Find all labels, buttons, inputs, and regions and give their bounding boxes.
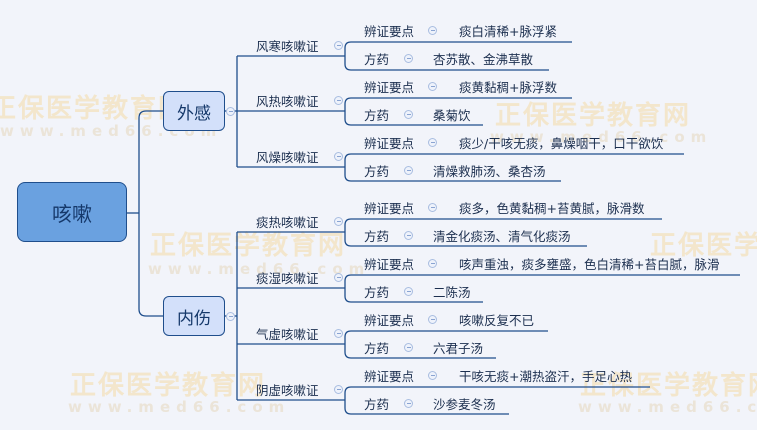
key-label[interactable]: 辨证要点 (364, 201, 415, 216)
key-label[interactable]: 辨证要点 (364, 80, 415, 95)
rx-value[interactable]: 沙参麦冬汤 (433, 397, 496, 412)
collapse-toggle-icon[interactable] (334, 329, 343, 338)
collapse-toggle-icon[interactable] (428, 259, 437, 268)
collapse-toggle-icon[interactable] (404, 231, 413, 240)
collapse-toggle-icon[interactable] (404, 166, 413, 175)
key-value[interactable]: 咳声重浊，痰多壅盛，色白清稀+苔白腻，脉滑 (459, 257, 720, 272)
rx-value[interactable]: 二陈汤 (433, 285, 471, 300)
key-value[interactable]: 干咳无痰+潮热盗汗，手足心热 (459, 369, 632, 384)
collapse-toggle-icon[interactable] (226, 107, 235, 116)
collapse-toggle-icon[interactable] (334, 385, 343, 394)
collapse-toggle-icon[interactable] (334, 41, 343, 50)
collapse-toggle-icon[interactable] (428, 26, 437, 35)
collapse-toggle-icon[interactable] (404, 399, 413, 408)
rx-label[interactable]: 方药 (364, 229, 390, 244)
syndrome-node[interactable]: 风寒咳嗽证 (256, 39, 319, 54)
key-value[interactable]: 痰黄黏稠+脉浮数 (459, 80, 557, 95)
key-value[interactable]: 痰少/干咳无痰，鼻燥咽干，口干欲饮 (459, 136, 664, 151)
rx-value[interactable]: 清金化痰汤、清气化痰汤 (433, 229, 571, 244)
syndrome-node[interactable]: 痰湿咳嗽证 (256, 271, 319, 286)
root-label: 咳嗽 (52, 201, 92, 226)
collapse-toggle-icon[interactable] (404, 287, 413, 296)
rx-value[interactable]: 桑菊饮 (433, 108, 471, 123)
rx-label[interactable]: 方药 (364, 397, 390, 412)
rx-value[interactable]: 清燥救肺汤、桑杏汤 (433, 164, 546, 179)
collapse-toggle-icon[interactable] (428, 371, 437, 380)
rx-value[interactable]: 六君子汤 (433, 341, 484, 356)
branch-label: 外感 (177, 103, 211, 124)
rx-value[interactable]: 杏苏散、金沸草散 (433, 52, 534, 67)
collapse-toggle-icon[interactable] (428, 315, 437, 324)
syndrome-node[interactable]: 风热咳嗽证 (256, 94, 319, 109)
key-label[interactable]: 辨证要点 (364, 369, 415, 384)
collapse-toggle-icon[interactable] (404, 343, 413, 352)
key-label[interactable]: 辨证要点 (364, 257, 415, 272)
key-label[interactable]: 辨证要点 (364, 24, 415, 39)
key-value[interactable]: 痰多，色黄黏稠+苔黄腻，脉滑数 (459, 201, 645, 216)
rx-label[interactable]: 方药 (364, 52, 390, 67)
collapse-toggle-icon[interactable] (428, 138, 437, 147)
rx-label[interactable]: 方药 (364, 285, 390, 300)
syndrome-node[interactable]: 风燥咳嗽证 (256, 150, 319, 165)
root-node[interactable]: 咳嗽 (17, 182, 127, 242)
collapse-toggle-icon[interactable] (428, 82, 437, 91)
branch-label: 内伤 (177, 308, 211, 329)
collapse-toggle-icon[interactable] (404, 110, 413, 119)
collapse-toggle-icon[interactable] (226, 312, 235, 321)
collapse-toggle-icon[interactable] (334, 273, 343, 282)
branch-node-waigan[interactable]: 外感 (163, 91, 225, 131)
syndrome-node[interactable]: 痰热咳嗽证 (256, 215, 319, 230)
collapse-toggle-icon[interactable] (404, 54, 413, 63)
syndrome-node[interactable]: 阴虚咳嗽证 (256, 383, 319, 398)
branch-node-neishang[interactable]: 内伤 (163, 296, 225, 336)
key-value[interactable]: 咳嗽反复不已 (459, 313, 535, 328)
key-label[interactable]: 辨证要点 (364, 136, 415, 151)
collapse-toggle-icon[interactable] (334, 152, 343, 161)
collapse-toggle-icon[interactable] (428, 203, 437, 212)
key-value[interactable]: 痰白清稀+脉浮紧 (459, 24, 557, 39)
rx-label[interactable]: 方药 (364, 341, 390, 356)
rx-label[interactable]: 方药 (364, 164, 390, 179)
key-label[interactable]: 辨证要点 (364, 313, 415, 328)
rx-label[interactable]: 方药 (364, 108, 390, 123)
collapse-toggle-icon[interactable] (334, 217, 343, 226)
collapse-toggle-icon[interactable] (334, 96, 343, 105)
syndrome-node[interactable]: 气虚咳嗽证 (256, 327, 319, 342)
